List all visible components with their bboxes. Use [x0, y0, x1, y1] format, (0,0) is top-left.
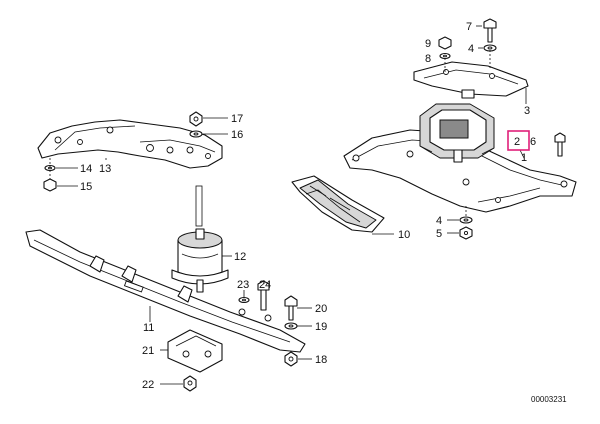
callout-11: 11	[143, 322, 154, 334]
callout-7: 7	[466, 21, 472, 33]
washer-8[interactable]	[439, 52, 451, 60]
bolt-24[interactable]	[257, 280, 270, 311]
callout-12: 12	[234, 251, 246, 263]
nut-17[interactable]	[189, 111, 203, 127]
callout-16: 16	[231, 129, 243, 141]
heat-shield-10[interactable]	[291, 175, 385, 233]
highlight-box	[507, 130, 530, 151]
callout-18: 18	[315, 354, 327, 366]
nut-18[interactable]	[284, 351, 298, 367]
upper-bracket-3[interactable]	[413, 61, 529, 99]
nut-5[interactable]	[459, 226, 473, 240]
bolt-20[interactable]	[284, 295, 298, 321]
mounting-bracket-13[interactable]	[37, 119, 223, 169]
callout-2: 2	[514, 136, 520, 148]
washer-16[interactable]	[189, 130, 203, 138]
callout-20: 20	[315, 303, 327, 315]
callout-22: 22	[142, 379, 154, 391]
transmission-mount-2[interactable]	[419, 103, 495, 163]
rubber-mount-12[interactable]	[171, 185, 229, 293]
callout-8: 8	[425, 53, 431, 65]
washer-23[interactable]	[238, 296, 250, 304]
bolt-15[interactable]	[43, 178, 57, 192]
bracket-21[interactable]	[167, 329, 223, 373]
callout-1: 1	[521, 152, 527, 164]
washer-4-lower[interactable]	[459, 216, 473, 224]
callout-24: 24	[259, 279, 271, 291]
bolt-7[interactable]	[483, 18, 497, 43]
callout-4-lower: 4	[436, 215, 442, 227]
callout-10: 10	[398, 229, 410, 241]
callout-15: 15	[80, 181, 92, 193]
callout-21: 21	[142, 345, 154, 357]
diagram-reference-number: 00003231	[531, 395, 567, 404]
callout-9: 9	[425, 38, 431, 50]
callout-23: 23	[237, 279, 249, 291]
callout-5: 5	[436, 228, 442, 240]
bolt-6[interactable]	[554, 132, 566, 157]
callout-19: 19	[315, 321, 327, 333]
callout-6: 6	[530, 136, 536, 148]
washer-4-top[interactable]	[483, 44, 497, 52]
callout-14: 14	[80, 163, 92, 175]
callout-4-top: 4	[468, 43, 474, 55]
cross-member-11[interactable]	[25, 229, 306, 353]
washer-19[interactable]	[284, 322, 298, 330]
nut-22[interactable]	[183, 375, 197, 392]
callout-13: 13	[99, 163, 111, 175]
callout-3: 3	[524, 105, 530, 117]
callout-17: 17	[231, 113, 243, 125]
nut-9[interactable]	[438, 36, 452, 50]
